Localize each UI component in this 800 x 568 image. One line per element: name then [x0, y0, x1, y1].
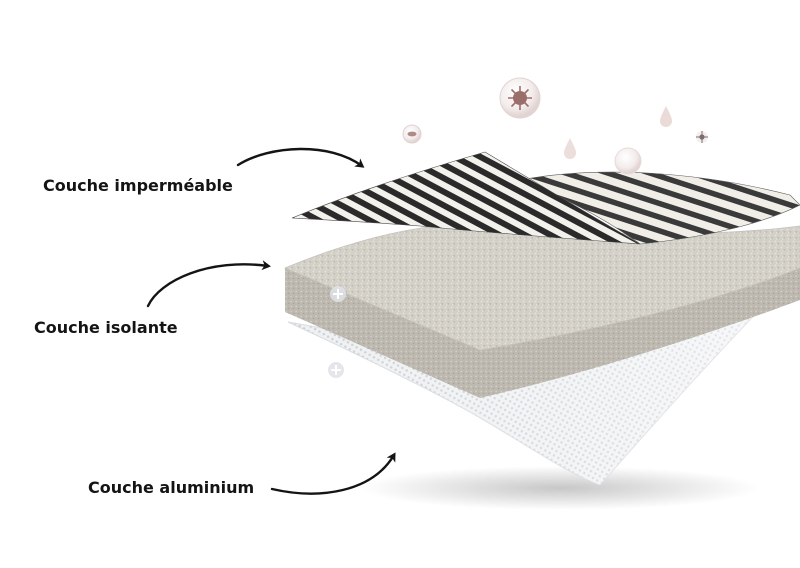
bacteria-icon — [402, 124, 422, 144]
label-insulating-layer: Couche isolante — [34, 318, 178, 337]
virus-icon — [696, 131, 708, 143]
label-aluminium-layer: Couche aluminium — [88, 478, 255, 497]
droplet-icon — [660, 106, 672, 127]
bacteria-icon — [614, 147, 642, 175]
insulating-layer — [283, 224, 800, 398]
waterproof-layer — [291, 151, 800, 245]
droplet-icon — [564, 138, 576, 159]
arrow-insulating — [146, 260, 271, 308]
label-waterproof-layer: Couche imperméable — [43, 176, 233, 195]
plus-icon — [330, 286, 346, 302]
arrow-waterproof — [236, 147, 365, 168]
virus-icon — [499, 77, 541, 119]
arrow-aluminium — [270, 452, 396, 495]
plus-icon — [328, 362, 344, 378]
floor-shadow — [360, 466, 760, 510]
